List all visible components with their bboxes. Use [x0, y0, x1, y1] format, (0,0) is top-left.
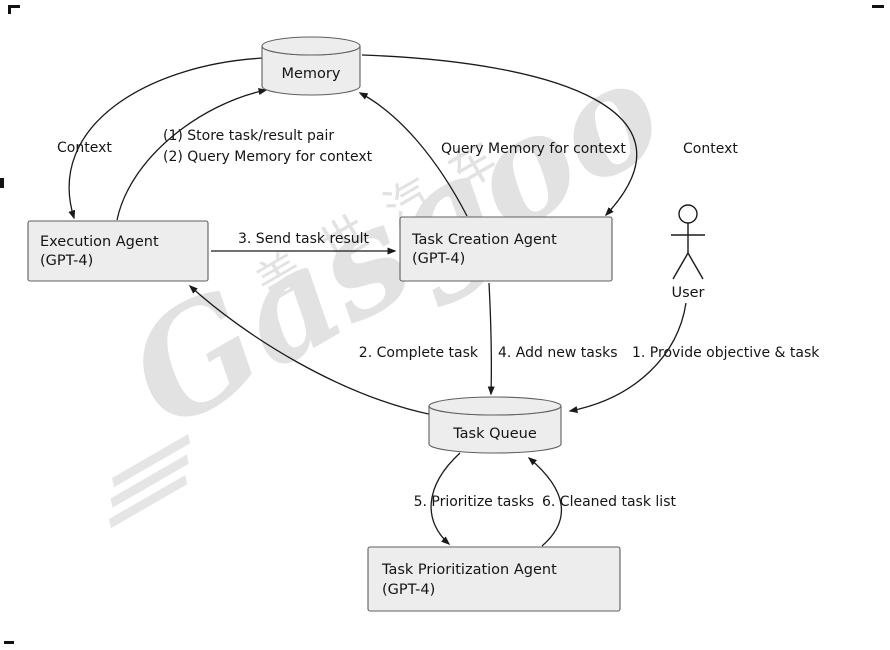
node-task-prioritization-agent: Task Prioritization Agent (GPT-4) — [367, 546, 621, 612]
edge-label-cleaned-task-list: 6. Cleaned task list — [542, 494, 676, 510]
edge-memory-to-execution-context — [68, 57, 265, 220]
edge-label-provide-objective: 1. Provide objective & task — [632, 345, 820, 361]
memory-cylinder-top — [261, 36, 361, 56]
edge-execution-to-memory-store-query — [116, 88, 268, 221]
edge-label-send-task-result: 3. Send task result — [238, 231, 370, 247]
edge-label-context-left: Context — [57, 140, 112, 156]
task-creation-agent-sublabel: (GPT-4) — [412, 251, 465, 267]
edge-user-to-taskqueue-provide-objective — [568, 302, 687, 413]
execution-agent-sublabel: (GPT-4) — [40, 253, 93, 269]
edge-taskcreation-to-taskqueue-add-tasks — [487, 282, 495, 396]
task-queue-label: Task Queue — [452, 426, 537, 442]
edge-label-query-context: (2) Query Memory for context — [163, 149, 373, 165]
node-execution-agent: Execution Agent (GPT-4) — [27, 220, 209, 282]
scan-artifact — [0, 178, 4, 188]
scan-artifact — [8, 5, 11, 14]
edge-label-query-memory: Query Memory for context — [441, 141, 626, 157]
user-figure-leg-left — [672, 252, 689, 280]
memory-label: Memory — [282, 66, 341, 82]
edge-label-context-right: Context — [683, 141, 738, 157]
edge-label-add-new-tasks: 4. Add new tasks — [498, 345, 618, 361]
node-memory: Memory — [261, 36, 361, 96]
user-figure-head — [678, 204, 698, 224]
edge-label-complete-task: 2. Complete task — [359, 345, 479, 361]
edge-label-prioritize-tasks: 5. Prioritize tasks — [414, 494, 534, 510]
scan-artifact — [4, 641, 14, 644]
task-prioritization-agent-sublabel: (GPT-4) — [382, 582, 435, 598]
execution-agent-box — [27, 220, 209, 282]
edge-taskqueue-to-execution-complete-task — [188, 284, 434, 416]
user-label: User — [671, 285, 704, 301]
node-task-creation-agent: Task Creation Agent (GPT-4) — [399, 216, 613, 282]
user-figure-leg-right — [687, 252, 704, 280]
scan-artifact — [872, 5, 884, 8]
edge-taskcreation-to-memory-query — [358, 92, 468, 217]
task-creation-agent-box — [399, 216, 613, 282]
task-creation-agent-label: Task Creation Agent — [411, 232, 557, 248]
execution-agent-label: Execution Agent — [40, 234, 159, 250]
edge-label-store-pair: (1) Store task/result pair — [163, 128, 334, 144]
scan-artifact — [8, 5, 20, 8]
task-queue-cylinder-top — [428, 396, 562, 416]
task-prioritization-agent-label: Task Prioritization Agent — [381, 562, 557, 578]
node-task-queue: Task Queue — [428, 396, 562, 454]
edge-prioritization-to-taskqueue — [527, 457, 563, 547]
node-user: User — [671, 204, 705, 301]
task-prioritization-agent-box — [367, 546, 621, 612]
watermark-logo-stripes — [109, 434, 191, 529]
edge-memory-to-taskcreation-context — [361, 54, 638, 217]
edge-taskqueue-to-prioritization — [430, 452, 461, 545]
